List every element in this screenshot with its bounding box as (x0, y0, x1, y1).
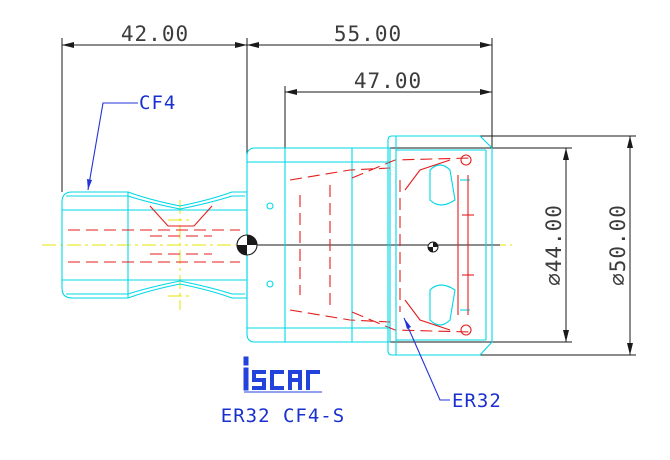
dimension-length-inner: 47.00 (354, 69, 422, 93)
collet-nut-outline (387, 135, 493, 356)
center-mark-right (427, 241, 439, 253)
center-mark-left (236, 234, 258, 256)
body-outline (246, 147, 391, 343)
brand-logo (243, 356, 322, 393)
body-hidden-lines (289, 157, 471, 333)
dimension-diameter-outer: ⌀50.00 (606, 204, 630, 286)
label-collet: ER32 (452, 390, 502, 412)
dimension-length-right: 55.00 (334, 22, 402, 46)
shank-outline (61, 191, 248, 299)
collet-hidden-lines (404, 154, 478, 336)
dimension-diameter-inner: ⌀44.00 (542, 204, 566, 286)
dimension-length-left: 42.00 (121, 22, 189, 46)
dimension-lines (61, 38, 636, 356)
shank-hidden-lines (68, 205, 240, 263)
label-shank: CF4 (139, 92, 176, 114)
leader-lines (87, 102, 450, 401)
part-number: ER32 CF4-S (221, 405, 345, 427)
